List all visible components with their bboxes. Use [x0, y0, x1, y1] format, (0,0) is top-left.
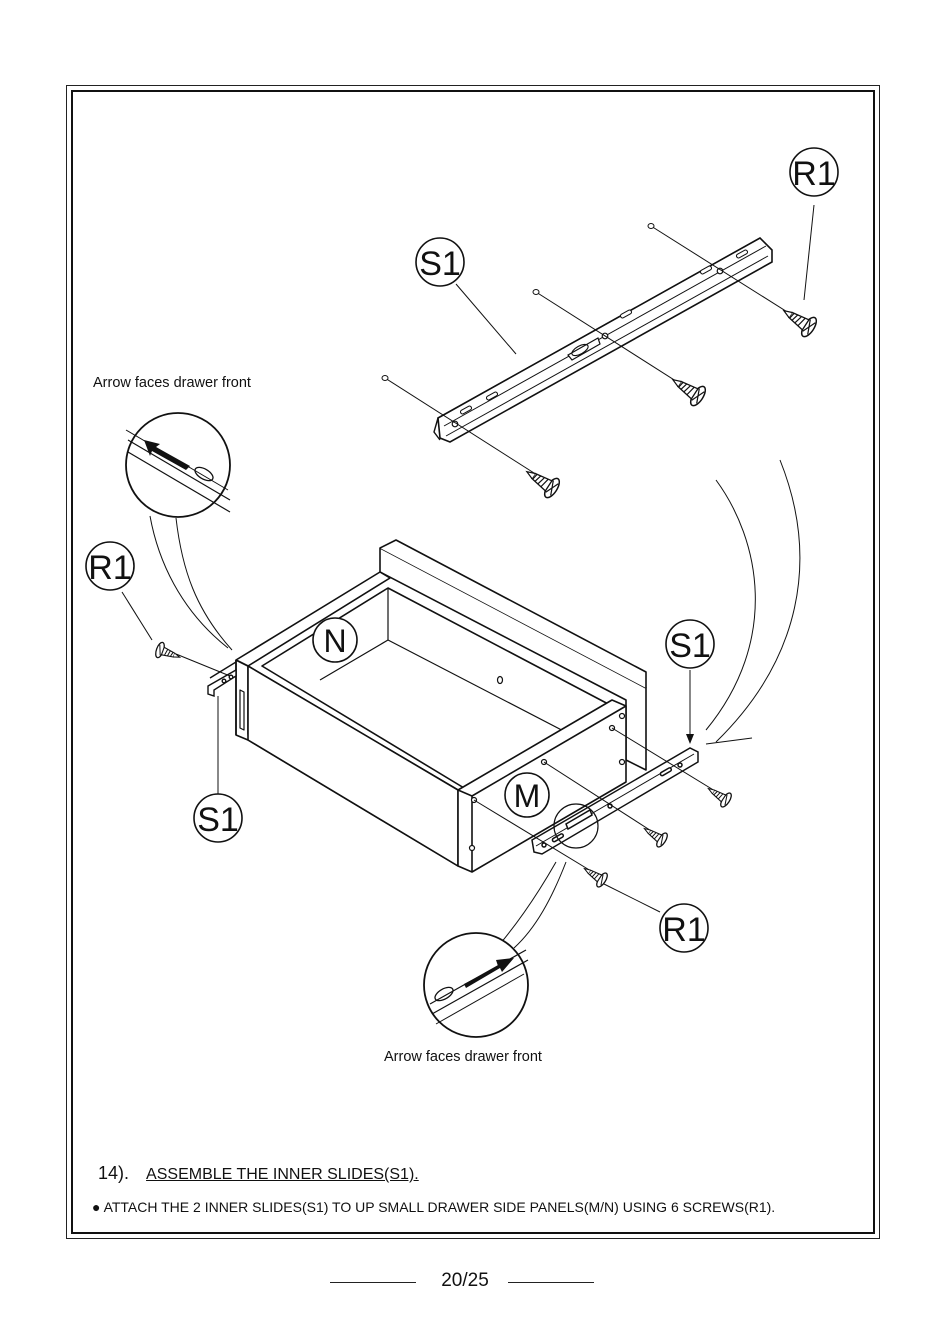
label-r1-left: R1 — [86, 542, 152, 640]
svg-text:S1: S1 — [669, 627, 711, 665]
page-footer: 20/25 — [0, 1270, 950, 1294]
label-s1-top: S1 — [416, 238, 516, 354]
label-s1-right: S1 — [666, 620, 714, 744]
label-r1-bottom: R1 — [660, 904, 708, 952]
footer-rule-right — [508, 1282, 594, 1283]
svg-text:R1: R1 — [662, 911, 705, 949]
label-m-panel: M — [505, 773, 549, 817]
svg-text:M: M — [514, 778, 541, 814]
svg-text:S1: S1 — [419, 245, 461, 283]
screw-icon — [640, 822, 669, 849]
screw-icon — [154, 641, 182, 664]
svg-text:S1: S1 — [197, 801, 239, 839]
footer-rule-left — [330, 1282, 416, 1283]
screw-icon — [667, 370, 708, 408]
svg-text:R1: R1 — [88, 549, 131, 587]
caption-arrow-bottom: Arrow faces drawer front — [384, 1049, 542, 1065]
svg-text:N: N — [323, 623, 346, 659]
label-s1-left: S1 — [194, 696, 242, 842]
screw-icon — [704, 782, 733, 809]
label-n-panel: N — [313, 618, 357, 662]
step-number: 14). — [98, 1163, 129, 1183]
screw-icon — [778, 301, 819, 339]
svg-text:R1: R1 — [792, 155, 835, 193]
page-number: 20/25 — [425, 1270, 505, 1292]
inner-slide-top — [434, 238, 772, 442]
caption-arrow-top: Arrow faces drawer front — [93, 375, 251, 391]
label-r1-top: R1 — [790, 148, 838, 300]
magnifier-left — [126, 413, 232, 650]
step-title: ASSEMBLE THE INNER SLIDES(S1). — [146, 1166, 419, 1183]
step-heading: 14). ASSEMBLE THE INNER SLIDES(S1). — [98, 1163, 419, 1184]
step-instruction: ● ATTACH THE 2 INNER SLIDES(S1) TO UP SM… — [92, 1199, 775, 1215]
inner-slide-left — [208, 662, 236, 696]
